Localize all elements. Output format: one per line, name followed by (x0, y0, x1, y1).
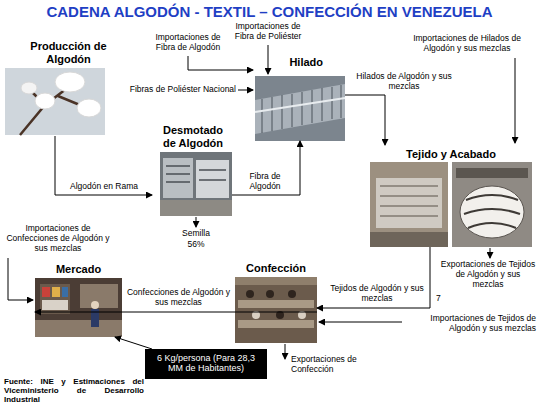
stage-heading: Hilado (255, 56, 323, 69)
weaving-photo (370, 162, 532, 247)
process-stage: Desmotado de Algodón (152, 124, 232, 216)
flow-label: Semilla (170, 229, 222, 239)
diagram-title: CADENA ALGODÓN - TEXTIL – CONFECCIÓN EN … (0, 3, 539, 20)
flow-connector (345, 95, 385, 145)
flow-label: Exportaciones de Tejidos de Algodón y su… (440, 260, 536, 289)
flow-label: Importaciones de Hilados de Algodón y su… (400, 34, 534, 54)
stage-heading: Desmotado de Algodón (158, 124, 228, 149)
edge-label: Fibra de Algodón (234, 172, 296, 192)
edge-label: Tejidos de Algodón y sus mezclas (328, 284, 426, 304)
edge-label: Confecciones de Algodón y sus mezclas (124, 288, 233, 308)
edge-label: Hilados de Algodón y sus mezclas (348, 72, 460, 92)
flow-label: Exportaciones de Confección (291, 355, 363, 375)
edge-label: Algodón en Rama (60, 182, 148, 192)
data-box: 6 Kg/persona (Para 28,3 MM de Habitantes… (145, 349, 267, 379)
box-text: 6 Kg/persona (Para 28,3 MM de Habitantes… (149, 353, 263, 374)
store-photo (35, 278, 122, 337)
stage-heading: Producción de Algodón (30, 40, 107, 65)
stage-heading: Mercado (35, 263, 122, 276)
flow-connector (35, 312, 317, 313)
stage-heading: Tejido y Acabado (370, 148, 532, 161)
flow-label: 56% (170, 240, 222, 250)
flow-connector (232, 141, 300, 195)
stage-heading: Confección (235, 262, 317, 275)
gin-photo (160, 152, 232, 216)
flow-label: Importaciones de Confecciones de Algodón… (3, 224, 113, 253)
flow-connector (55, 136, 152, 195)
cotton-photo (5, 68, 105, 135)
sewing-photo (235, 277, 317, 343)
flow-connector (115, 337, 152, 349)
flow-label: 7 (436, 294, 446, 304)
process-stage: Confección (235, 262, 317, 343)
spinning-photo (255, 76, 345, 141)
process-stage: Producción de Algodón (5, 40, 107, 136)
flow-arrows (8, 45, 515, 359)
flow-label: Importaciones de Fibra de Algodón (148, 33, 228, 53)
flow-label: Importaciones de Tejidos de Algodón y su… (406, 314, 536, 334)
flow-connector (317, 247, 430, 308)
process-stage: Mercado (35, 263, 122, 337)
process-stage: Tejido y Acabado (370, 145, 532, 247)
flow-label: Fibras de Poliéster Nacional (112, 85, 236, 95)
flow-label: Importaciones de Fibra de Poliéster (230, 22, 306, 42)
source-note: Fuente: INE y Estimaciones del Viceminis… (4, 377, 144, 404)
process-stage: Hilado (255, 56, 345, 141)
